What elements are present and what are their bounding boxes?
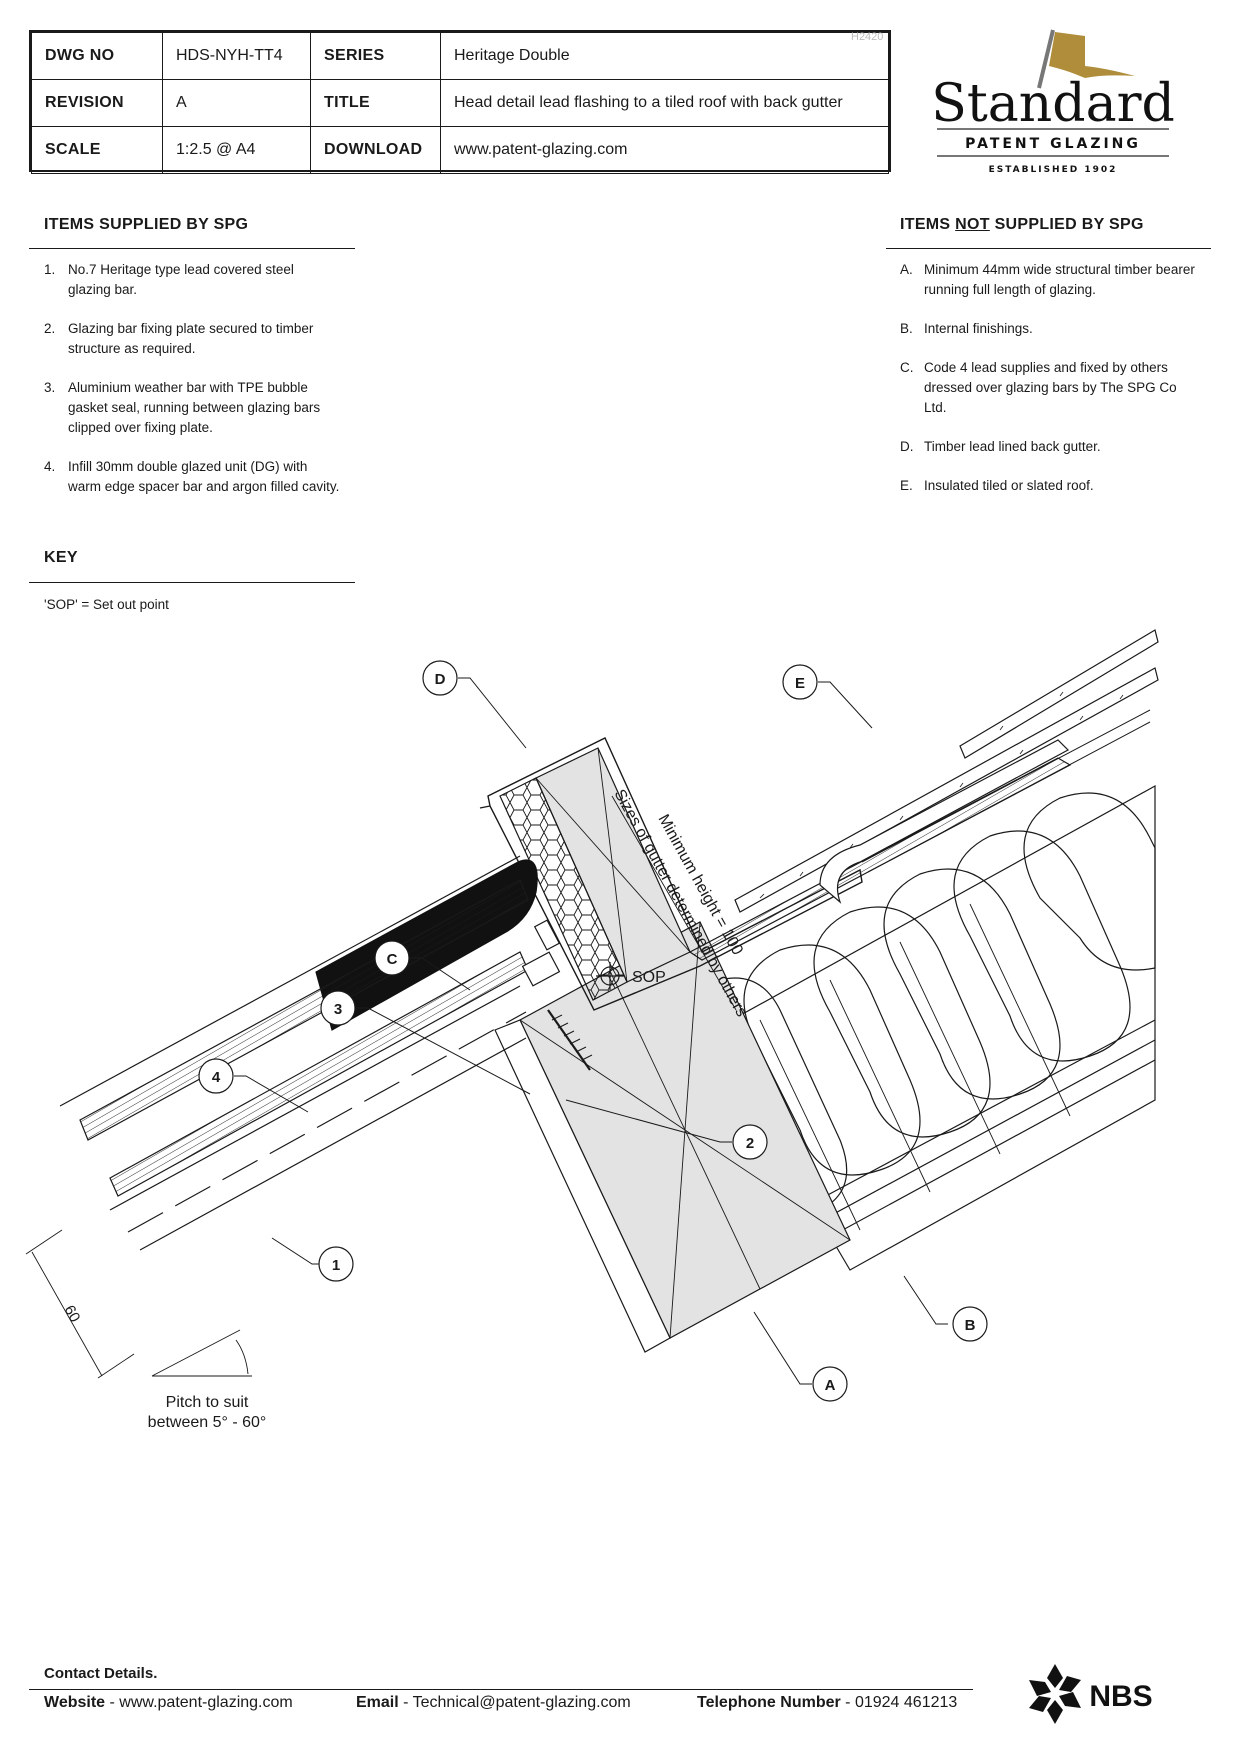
nbs-label: NBS xyxy=(1089,1680,1152,1713)
fixing-screw xyxy=(547,1009,593,1071)
list-item: A. Minimum 44mm wide structural timber b… xyxy=(900,262,1195,297)
footer-email: Email - Technical@patent-glazing.com xyxy=(356,1694,631,1711)
footer-website: Website - www.patent-glazing.com xyxy=(44,1694,293,1711)
pitch-indicator: Pitch to suit between 5° - 60° xyxy=(148,1329,267,1431)
divider xyxy=(29,248,355,249)
svg-text:4: 4 xyxy=(212,1069,221,1086)
svg-text:D: D xyxy=(435,671,446,688)
download-label: DOWNLOAD xyxy=(310,126,441,174)
glazing-assembly xyxy=(59,855,593,1251)
callout-4: 4 xyxy=(198,1058,234,1094)
standard-patent-glazing-logo: Standard PATENT GLAZING ESTABLISHED 1902 xyxy=(935,29,1175,175)
revision-value: A xyxy=(162,79,311,127)
callout-1: 1 xyxy=(318,1246,354,1282)
revision-label: REVISION xyxy=(31,79,163,127)
divider xyxy=(29,1689,973,1690)
logo-subtitle: PATENT GLAZING xyxy=(965,136,1141,152)
sop-label: SOP xyxy=(632,969,666,986)
list-item: C. Code 4 lead supplies and fixed by oth… xyxy=(900,360,1177,415)
svg-text:C: C xyxy=(387,951,398,968)
download-link[interactable]: www.patent-glazing.com xyxy=(440,126,889,174)
key-title: KEY xyxy=(44,549,78,566)
list-item: 1. No.7 Heritage type lead covered steel… xyxy=(44,262,294,297)
footer-telephone: Telephone Number - 01924 461213 xyxy=(697,1694,958,1711)
divider xyxy=(29,582,355,583)
callout-d: D xyxy=(422,660,458,696)
website-link[interactable]: www.patent-glazing.com xyxy=(119,1694,293,1711)
title-block: DWG NO HDS-NYH-TT4 SERIES Heritage Doubl… xyxy=(29,30,891,174)
nbs-logo: NBS xyxy=(1029,1664,1153,1724)
flag-icon xyxy=(1037,29,1135,89)
dwg-no-value: HDS-NYH-TT4 xyxy=(162,32,311,80)
items-supplied-list: 1. No.7 Heritage type lead covered steel… xyxy=(44,260,364,516)
title-value: Head detail lead flashing to a tiled roo… xyxy=(440,79,889,127)
roof-tile-layer xyxy=(734,629,1159,913)
callout-e: E xyxy=(782,664,818,700)
callout-2: 2 xyxy=(732,1124,768,1160)
callout-a: A xyxy=(812,1366,848,1402)
nbs-flower-icon xyxy=(1029,1664,1081,1724)
callout-b: B xyxy=(952,1306,988,1342)
list-item: E. Insulated tiled or slated roof. xyxy=(900,478,1094,493)
list-item: 4. Infill 30mm double glazed unit (DG) w… xyxy=(44,459,340,494)
reference-code: H2420 xyxy=(851,31,884,43)
callout-3: 3 xyxy=(320,990,356,1026)
dimension-60-label: 60 xyxy=(60,1302,83,1325)
email-link[interactable]: Technical@patent-glazing.com xyxy=(412,1694,631,1711)
series-label: SERIES xyxy=(310,32,441,80)
dimension-60: 60 xyxy=(25,1229,135,1379)
list-item: B. Internal finishings. xyxy=(900,321,1033,336)
list-item: 2. Glazing bar fixing plate secured to t… xyxy=(44,321,314,356)
svg-text:E: E xyxy=(795,675,805,692)
pitch-line-2: between 5° - 60° xyxy=(148,1414,267,1431)
lead-flashing xyxy=(688,709,1151,961)
svg-text:2: 2 xyxy=(746,1135,754,1152)
key-text: 'SOP' = Set out point xyxy=(44,597,169,612)
items-supplied-title: ITEMS SUPPLIED BY SPG xyxy=(44,216,249,233)
dwg-no-label: DWG NO xyxy=(31,32,163,80)
svg-text:1: 1 xyxy=(332,1257,340,1274)
divider xyxy=(886,248,1211,249)
svg-text:B: B xyxy=(965,1317,976,1334)
scale-value: 1:2.5 @ A4 xyxy=(162,126,311,174)
svg-text:3: 3 xyxy=(334,1001,342,1018)
telephone-number: 01924 461213 xyxy=(854,1694,958,1711)
series-value: Heritage Double xyxy=(440,32,889,80)
items-not-supplied-list: A. Minimum 44mm wide structural timber b… xyxy=(900,260,1210,515)
scale-label: SCALE xyxy=(31,126,163,174)
callout-c: C xyxy=(374,940,410,976)
items-not-supplied-title: ITEMS NOT SUPPLIED BY SPG xyxy=(900,216,1144,233)
timber-bearer xyxy=(494,921,851,1353)
title-label: TITLE xyxy=(310,79,441,127)
svg-text:A: A xyxy=(825,1377,836,1394)
back-gutter xyxy=(479,737,863,1011)
set-out-point: SOP xyxy=(596,962,666,990)
callout-leaders xyxy=(234,677,948,1385)
list-item: 3. Aluminium weather bar with TPE bubble… xyxy=(44,380,321,435)
head-detail-drawing: SOP Sizes of gutter determined by others… xyxy=(25,629,1159,1431)
logo-established: ESTABLISHED 1902 xyxy=(989,165,1118,175)
list-item: D. Timber lead lined back gutter. xyxy=(900,439,1101,454)
pitch-line-1: Pitch to suit xyxy=(166,1394,249,1411)
logo-name: Standard xyxy=(935,74,1175,134)
contact-details-title: Contact Details. xyxy=(44,1665,158,1682)
